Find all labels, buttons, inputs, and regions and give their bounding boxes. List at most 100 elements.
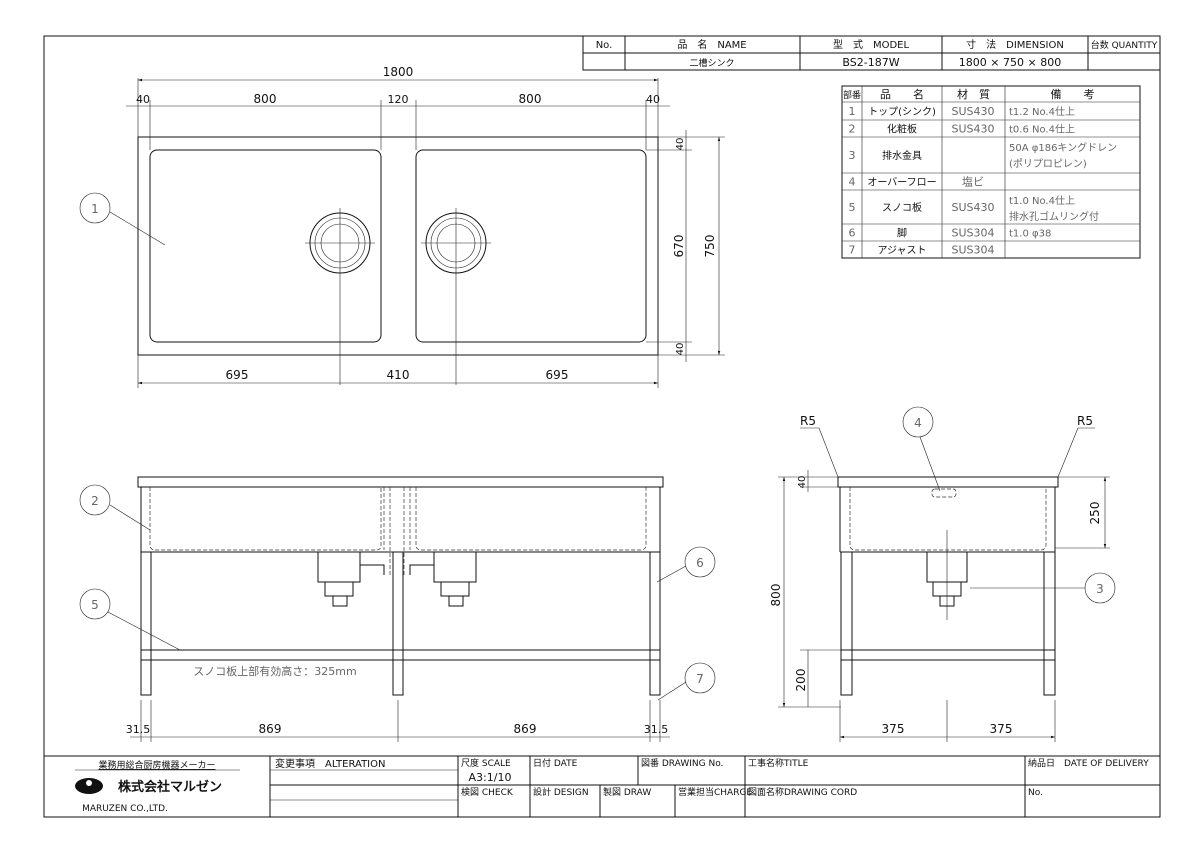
dim-edge-right: 40 [646,93,660,106]
draw-label: 製図 DRAW [603,786,651,798]
part-name: オーバーフロー [867,177,936,189]
dim-divider: 120 [388,93,409,106]
drawing-no-label: 図番 DRAWING No. [641,757,723,769]
balloons: 1 2 3 4 5 6 7 [79,192,1116,701]
header-table: No. 品 名 NAME 型 式 MODEL 寸 法 DIMENSION 台数 … [582,35,1161,71]
dim-bottom-center: 410 [387,368,410,382]
legs [140,551,661,696]
dim-leg-span-left: 869 [259,722,282,736]
company-name-jp: 株式会社マルゼン [118,779,222,795]
part-note: 排水孔ゴムリング付 [1009,210,1099,223]
company-name-en: MARUZEN CO.,LTD. [82,804,168,814]
plan-view: 1800 40 800 120 800 40 695 410 695 40 67… [126,65,725,388]
no-label: No. [1028,788,1043,798]
part-number: 2 [849,123,856,136]
balloon-5: 5 [91,598,99,612]
drain-left [305,208,375,385]
alteration-label: 変更事項 ALTERATION [275,757,385,770]
part-number: 6 [849,227,856,240]
part-note: (ポリプロピレン) [1009,158,1087,170]
dim-side-right: 375 [990,722,1013,736]
parts-col-header: 部番 [843,89,861,101]
part-note: t1.0 No.4仕上 [1009,194,1075,207]
company-logo: 株式会社マルゼン [75,778,222,795]
maker-tagline: 業務用総合厨房機器メーカー [98,759,215,771]
part-number: 5 [849,201,856,214]
part-material: SUS304 [951,227,994,240]
delivery-date-label: 納品日 DATE OF DELIVERY [1028,757,1149,769]
part-note: 50A φ186キングドレン [1009,141,1117,154]
dim-leg-offset-right: 31.5 [644,723,669,736]
dim-total-width: 1800 [383,65,414,79]
header-col-name: 品 名 NAME [677,38,746,51]
drain-trap-left [317,551,385,607]
part-note: t0.6 No.4仕上 [1009,123,1075,136]
part-note: t1.0 φ38 [1009,229,1051,240]
drain-right [421,208,491,385]
dim-leg-offset-left: 31.5 [126,723,151,736]
part-material: SUS304 [951,244,994,257]
design-label: 設計 DESIGN [533,786,589,798]
sheet-border [43,35,1161,818]
part-number: 3 [849,149,856,162]
header-col-no: No. [596,40,613,51]
dim-basin-right: 800 [519,92,542,106]
title-label: 工事名称TITLE [748,757,809,769]
part-material: SUS430 [951,201,994,214]
header-col-quantity: 台数 QUANTITY [1091,39,1158,51]
part-name: 脚 [897,227,907,240]
title-block: 業務用総合厨房機器メーカー 株式会社マルゼン MARUZEN CO.,LTD. … [44,755,1160,817]
dim-side-left: 375 [882,722,905,736]
header-col-dimension: 寸 法 DIMENSION [966,38,1064,51]
product-model: BS2-187W [842,56,899,69]
dim-basin-depth: 670 [672,235,686,258]
side-view: R5 R5 800 40 200 250 375 375 [769,414,1110,742]
part-note: t1.2 No.4仕上 [1009,105,1075,118]
dim-bottom-right: 695 [546,368,569,382]
header-col-model: 型 式 MODEL [833,38,910,51]
part-name: 排水金具 [882,149,922,162]
dim-right-bottom: 40 [675,343,686,356]
shelf-height-note: スノコ板上部有効高さ：325mm [193,664,356,678]
dim-basin-left: 800 [254,92,277,106]
part-number: 7 [849,244,856,257]
part-name: 化粧板 [887,123,917,136]
dim-total-depth: 750 [703,235,717,258]
dim-rim: 40 [797,476,808,489]
radius-left: R5 [800,414,816,428]
parts-col-header: 材 質 [957,87,990,101]
dim-shelf-height: 200 [794,669,808,692]
dim-leg-span-right: 869 [514,722,537,736]
product-dimension: 1800 × 750 × 800 [959,56,1061,69]
charge-label: 営業担当CHARGE [678,786,752,798]
dim-right-top: 40 [675,138,686,151]
dim-edge-left: 40 [136,93,150,106]
balloon-1: 1 [91,202,99,216]
balloon-3: 3 [1096,582,1104,596]
balloon-2: 2 [91,494,99,508]
dim-bowl-depth: 250 [1088,502,1102,525]
part-material: SUS430 [951,123,994,136]
part-number: 1 [849,105,856,118]
parts-col-header: 品 名 [880,87,924,101]
scale-label: 尺度 SCALE [461,757,511,769]
dim-bottom-left: 695 [226,368,249,382]
radius-right: R5 [1077,414,1093,428]
check-label: 検図 CHECK [461,786,514,798]
part-material: 塩ビ [962,175,984,189]
product-name: 二槽シンク [689,57,734,69]
parts-col-header: 備 考 [1051,88,1095,101]
dim-height: 800 [769,584,783,607]
part-name: アジャスト [877,246,926,257]
date-label: 日付 DATE [533,758,578,769]
drawing-cord-label: 図面名称DRAWING CORD [748,786,857,798]
part-name: スノコ板 [882,201,922,214]
scale-value: A3:1/10 [469,771,512,784]
balloon-7: 7 [696,672,704,686]
drain-trap-right [409,551,477,607]
balloon-6: 6 [696,556,704,570]
part-material: SUS430 [951,105,994,118]
part-number: 4 [849,176,856,189]
